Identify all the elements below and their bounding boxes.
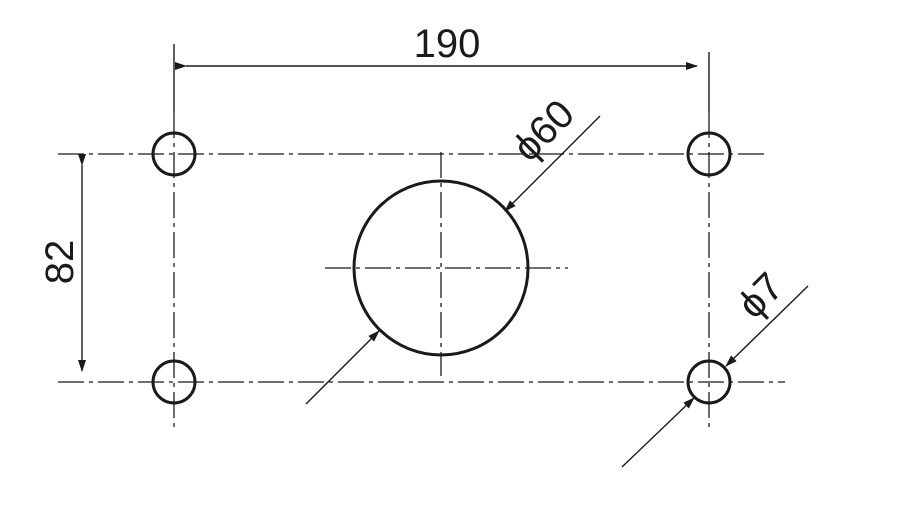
centerlines — [58, 112, 785, 428]
leader-phi60-lower — [305, 330, 380, 405]
dimension-label-phi7: ϕ7 — [729, 264, 792, 327]
mounting-hole-bottom-left — [151, 359, 197, 405]
dimension-label-82: 82 — [38, 240, 82, 285]
dimension-phi7: ϕ7 — [621, 264, 809, 468]
mounting-holes — [151, 131, 732, 405]
leader-phi7-lower — [621, 397, 695, 468]
dimension-label-phi60: ϕ60 — [505, 92, 583, 170]
dimension-82: 82 — [38, 154, 86, 372]
dimension-190: 190 — [175, 22, 698, 70]
leader-phi7-upper — [725, 285, 809, 367]
mounting-hole-top-left — [151, 131, 197, 177]
leader-phi60-upper — [504, 115, 601, 212]
dimension-phi60: ϕ60 — [305, 92, 601, 405]
mounting-hole-bottom-right — [686, 359, 732, 405]
dimension-label-190: 190 — [414, 22, 481, 66]
mounting-hole-top-right — [686, 131, 732, 177]
center-bore — [352, 179, 530, 357]
